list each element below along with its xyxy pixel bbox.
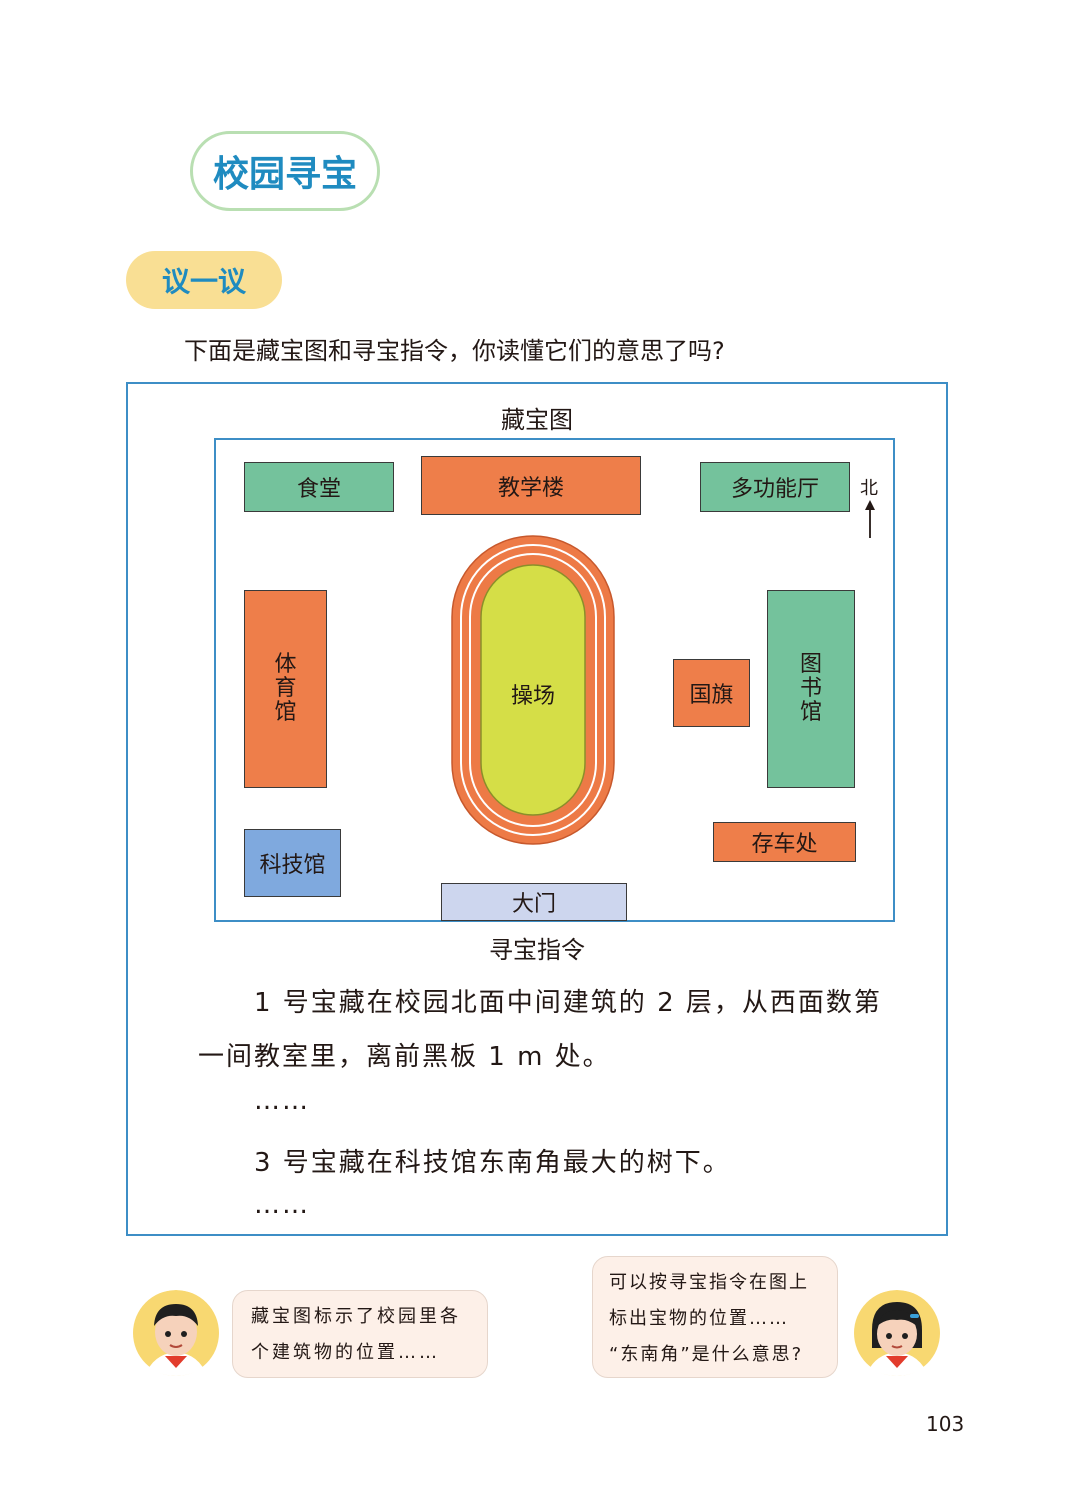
building-tech: 科技馆 bbox=[244, 829, 341, 897]
building-multi-hall: 多功能厅 bbox=[700, 462, 850, 512]
gym-char: 馆 bbox=[274, 700, 297, 725]
gym-char: 育 bbox=[274, 676, 297, 701]
north-arrow-icon bbox=[865, 500, 875, 538]
girl-speech-line: 可以按寻宝指令在图上 bbox=[609, 1272, 809, 1293]
girl-speech-bubble: 可以按寻宝指令在图上 标出宝物的位置…… “东南角”是什么意思? bbox=[592, 1256, 838, 1378]
building-library: 图 书 馆 bbox=[767, 590, 855, 788]
page-number: 103 bbox=[926, 1412, 965, 1436]
ellipsis: …… bbox=[254, 1190, 310, 1220]
instruction-1-line-b: 一间教室里，离前黑板 1 m 处。 bbox=[198, 1042, 611, 1072]
boy-speech-bubble: 藏宝图标示了校园里各 个建筑物的位置…… bbox=[232, 1290, 488, 1378]
building-canteen: 食堂 bbox=[244, 462, 394, 512]
field-label: 操场 bbox=[510, 684, 555, 709]
instruction-3: 3 号宝藏在科技馆东南角最大的树下。 bbox=[254, 1148, 731, 1178]
library-char: 馆 bbox=[799, 700, 822, 725]
north-label: 北 bbox=[860, 478, 878, 499]
instruction-1-line-a: 1 号宝藏在校园北面中间建筑的 2 层，从西面数第 bbox=[254, 988, 882, 1018]
instructions-title: 寻宝指令 bbox=[489, 936, 585, 964]
map-title: 藏宝图 bbox=[501, 406, 573, 434]
boy-speech-line: 个建筑物的位置…… bbox=[251, 1342, 440, 1363]
gym-char: 体 bbox=[274, 652, 297, 677]
running-track bbox=[451, 535, 615, 845]
discuss-tag: 议一议 bbox=[126, 251, 282, 309]
ellipsis: …… bbox=[254, 1086, 310, 1116]
building-gym: 体 育 馆 bbox=[244, 590, 327, 788]
boy-speech-line: 藏宝图标示了校园里各 bbox=[251, 1306, 461, 1327]
lesson-title: 校园寻宝 bbox=[190, 131, 380, 211]
library-char: 书 bbox=[799, 676, 822, 701]
boy-avatar bbox=[133, 1290, 219, 1376]
building-parking: 存车处 bbox=[713, 822, 856, 862]
girl-speech-line: “东南角”是什么意思? bbox=[609, 1344, 804, 1365]
intro-text: 下面是藏宝图和寻宝指令，你读懂它们的意思了吗? bbox=[184, 337, 725, 365]
girl-speech-line: 标出宝物的位置…… bbox=[609, 1308, 789, 1329]
library-char: 图 bbox=[799, 652, 822, 677]
treasure-box bbox=[126, 382, 948, 1236]
girl-avatar bbox=[854, 1290, 940, 1376]
building-teaching: 教学楼 bbox=[421, 456, 641, 515]
building-gate: 大门 bbox=[441, 883, 627, 921]
building-flag: 国旗 bbox=[673, 659, 750, 727]
